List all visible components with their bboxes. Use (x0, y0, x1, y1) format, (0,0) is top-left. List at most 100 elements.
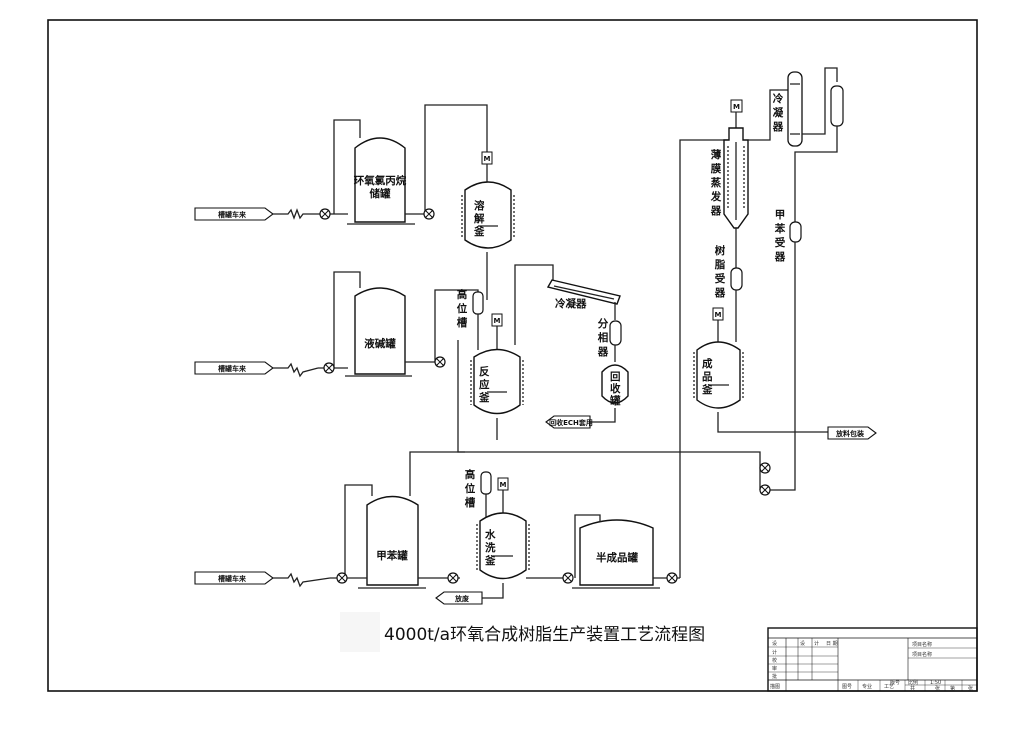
thin-film-evaporator: M 薄 膜 蒸 发 器 (710, 89, 790, 268)
tanker-flag-2: 槽罐车来 (194, 361, 274, 375)
svg-text:计: 计 (772, 649, 777, 656)
svg-text:品: 品 (702, 371, 713, 383)
reactor-kettle: M 反 应 釜 (457, 264, 680, 453)
svg-text:设: 设 (800, 640, 805, 647)
drawing-border (47, 19, 978, 692)
svg-text:应: 应 (479, 378, 490, 391)
svg-text:第: 第 (950, 685, 955, 692)
caustic-soda-tank: 液碱罐 (345, 287, 412, 377)
diagram-title: 4000t/a环氧合成树脂生产装置工艺流程图 (384, 625, 705, 645)
svg-text:分: 分 (598, 317, 609, 330)
svg-text:位: 位 (465, 482, 476, 495)
semi-product-tank: 半成品罐 (572, 514, 680, 589)
svg-text:M: M (715, 311, 722, 319)
svg-text:收: 收 (610, 382, 621, 395)
phase-separator: 分 相 器 (597, 317, 622, 362)
feed-riser (679, 139, 728, 578)
svg-text:脂: 脂 (714, 258, 726, 271)
svg-text:张: 张 (968, 685, 973, 692)
svg-text:槽: 槽 (457, 316, 468, 329)
svg-text:器: 器 (710, 205, 722, 217)
ech-storage-tank: 环氧氯丙烷 储罐 (347, 137, 415, 225)
svg-text:釜: 釜 (478, 391, 490, 404)
svg-text:槽: 槽 (465, 496, 476, 509)
svg-text:薄: 薄 (711, 148, 722, 161)
svg-text:批: 批 (772, 673, 777, 680)
tanker-flag-1: 槽罐车来 (194, 207, 274, 221)
svg-text:洗: 洗 (485, 541, 496, 554)
svg-text:甲: 甲 (775, 209, 786, 221)
svg-text:釜: 釜 (473, 225, 485, 238)
valve-icon[interactable] (447, 572, 459, 584)
svg-text:器: 器 (597, 346, 609, 358)
toluene-recycle-line (680, 451, 761, 490)
svg-text:放废: 放废 (454, 594, 469, 603)
svg-text:蒸: 蒸 (711, 176, 722, 189)
svg-text:回收ECH套用: 回收ECH套用 (549, 418, 593, 427)
valve-icon[interactable] (319, 208, 331, 220)
svg-text:日 期: 日 期 (826, 641, 838, 647)
svg-text:凝: 凝 (773, 106, 784, 119)
svg-text:成: 成 (702, 357, 713, 370)
svg-text:高: 高 (465, 468, 476, 481)
svg-text:校: 校 (772, 657, 777, 664)
svg-text:相: 相 (598, 331, 609, 344)
svg-text:受: 受 (715, 272, 726, 285)
toluene-tank-label: 甲苯罐 (376, 549, 408, 562)
valve-icon[interactable] (562, 572, 574, 584)
valve-icon[interactable] (423, 208, 435, 220)
svg-text:器: 器 (714, 287, 726, 299)
tanker-flag-3: 槽罐车来 (194, 571, 274, 585)
title-block: 设 计 日 期 设 计 校 审 批 描图 项目名称 项目名称 图号 专业 工艺 … (767, 627, 978, 692)
svg-text:项目名称: 项目名称 (912, 651, 932, 658)
svg-text:位: 位 (457, 302, 468, 315)
svg-text:槽罐车来: 槽罐车来 (218, 364, 247, 373)
svg-text:审: 审 (772, 665, 777, 672)
valve-icon[interactable] (759, 484, 771, 496)
svg-text:溶: 溶 (474, 199, 485, 212)
valve-icon[interactable] (336, 572, 348, 584)
svg-text:膜: 膜 (711, 162, 722, 175)
svg-text:苯: 苯 (774, 222, 786, 235)
svg-text:受: 受 (775, 236, 786, 249)
head-tank-2: 高 位 槽 (465, 468, 492, 520)
valve-icon[interactable] (759, 462, 771, 474)
toluene-receiver: 甲 苯 受 器 (770, 209, 802, 491)
svg-text:釜: 釜 (701, 383, 713, 396)
ech-tank-label-2: 储罐 (370, 187, 391, 200)
svg-text:版号: 版号 (890, 679, 900, 686)
svg-text:比例: 比例 (908, 679, 918, 686)
toluene-return-line (409, 451, 465, 496)
dissolver-kettle: M 溶 解 釜 (461, 151, 515, 300)
svg-text:解: 解 (473, 212, 485, 225)
valve-icon[interactable] (323, 362, 335, 374)
waste-flag: 放废 (435, 591, 483, 605)
ech-recycle-flag: 回收ECH套用 (545, 415, 593, 429)
discharge-flag: 放料包装 (827, 426, 877, 440)
svg-text:半成品罐: 半成品罐 (596, 551, 638, 564)
svg-text:工艺: 工艺 (884, 684, 894, 690)
svg-text:设: 设 (772, 640, 777, 647)
condenser-2: 冷 凝 器 (772, 67, 844, 232)
svg-text:水: 水 (484, 528, 496, 541)
svg-text:描图: 描图 (770, 683, 780, 690)
svg-text:M: M (500, 481, 507, 489)
toluene-tank: 甲苯罐 (358, 495, 426, 589)
svg-text:反: 反 (479, 365, 490, 378)
valve-icon[interactable] (666, 572, 678, 584)
svg-text:器: 器 (772, 121, 784, 133)
svg-text:回: 回 (610, 371, 621, 383)
svg-text:1:50: 1:50 (930, 680, 941, 686)
svg-text:张: 张 (935, 685, 940, 692)
svg-text:项目名称: 项目名称 (912, 641, 932, 648)
svg-text:M: M (733, 103, 740, 111)
svg-text:M: M (494, 317, 501, 325)
washing-kettle: M 水 洗 釜 (467, 477, 570, 599)
recovery-tank: 回 收 罐 (590, 364, 629, 423)
svg-text:图号: 图号 (842, 684, 852, 690)
svg-text:釜: 釜 (484, 554, 496, 567)
svg-text:树: 树 (715, 244, 726, 257)
valve-icon[interactable] (434, 356, 446, 368)
svg-text:罐: 罐 (609, 394, 621, 407)
